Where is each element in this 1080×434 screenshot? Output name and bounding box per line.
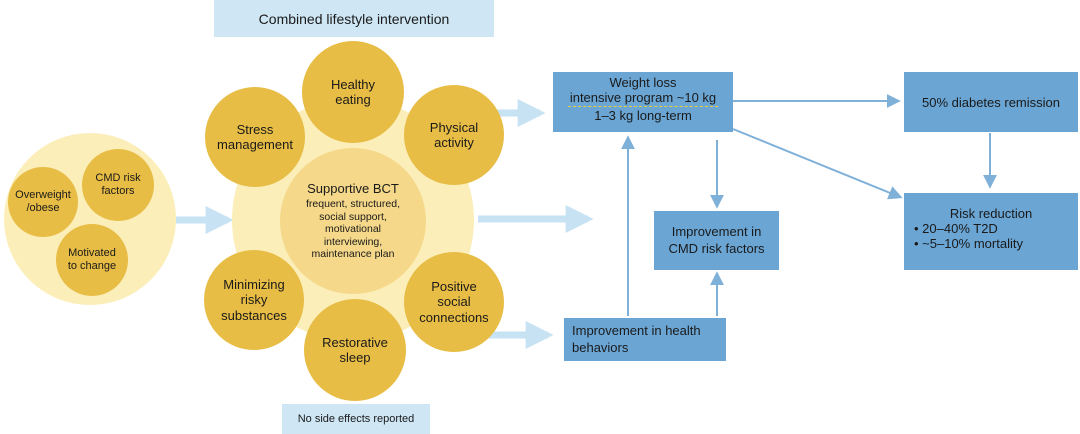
risk-reduction-item: • 20–40% T2D <box>914 221 998 236</box>
core-title: Supportive BCT <box>307 181 399 197</box>
remission-label: 50% diabetes remission <box>921 94 1061 110</box>
weight-loss-divider <box>568 106 718 107</box>
header-banner: Combined lifestyle intervention <box>214 0 494 37</box>
health-behaviors-label: Improvement in health behaviors <box>572 323 701 355</box>
stress-management-label: Stress management <box>217 121 293 152</box>
box-weight-loss: Weight loss intensive program ~10 kg 1–3… <box>553 72 733 132</box>
risk-reduction-title: Risk reduction <box>949 206 1033 221</box>
circle-motivated: Motivated to change <box>56 224 128 296</box>
circle-overweight-label: Overweight /obese <box>15 189 71 214</box>
circle-physical-activity: Physical activity <box>404 85 504 185</box>
circle-healthy-eating: Healthy eating <box>302 41 404 143</box>
restorative-sleep-label: Restorative sleep <box>322 334 388 365</box>
cmd-improvement-label: Improvement in CMD risk factors <box>668 224 765 256</box>
circle-motivated-label: Motivated to change <box>67 247 117 272</box>
box-remission: 50% diabetes remission <box>904 72 1078 132</box>
weight-loss-line1: Weight loss <box>609 75 677 90</box>
healthy-eating-label: Healthy eating <box>330 76 376 107</box>
positive-social-label: Positive social connections <box>419 279 489 325</box>
arrow-weight-to-risk <box>732 128 903 200</box>
footer-note: No side effects reported <box>297 413 415 425</box>
circle-restorative-sleep: Restorative sleep <box>304 299 406 401</box>
physical-activity-label: Physical activity <box>429 119 479 150</box>
circle-minimizing-risky: Minimizing risky substances <box>204 250 304 350</box>
weight-loss-line2: intensive program ~10 kg <box>569 90 717 105</box>
risk-reduction-item: • ~5–10% mortality <box>914 236 1023 251</box>
circle-cmd-risk-label: CMD risk factors <box>95 172 141 197</box>
header-title: Combined lifestyle intervention <box>258 10 450 27</box>
circle-positive-social: Positive social connections <box>404 252 504 352</box>
core-circle: Supportive BCT frequent, structured, soc… <box>280 148 426 294</box>
box-risk-reduction: Risk reduction • 20–40% T2D • ~5–10% mor… <box>904 193 1078 270</box>
weight-loss-line3: 1–3 kg long-term <box>594 108 692 123</box>
circle-overweight: Overweight /obese <box>8 167 78 237</box>
footer-banner: No side effects reported <box>282 404 430 434</box>
core-details: frequent, structured, social support, mo… <box>306 198 400 261</box>
box-cmd-improvement: Improvement in CMD risk factors <box>654 211 779 270</box>
circle-cmd-risk: CMD risk factors <box>82 149 154 221</box>
circle-stress-management: Stress management <box>205 87 305 187</box>
box-health-behaviors: Improvement in health behaviors <box>564 318 726 361</box>
minimizing-risky-label: Minimizing risky substances <box>221 277 287 323</box>
